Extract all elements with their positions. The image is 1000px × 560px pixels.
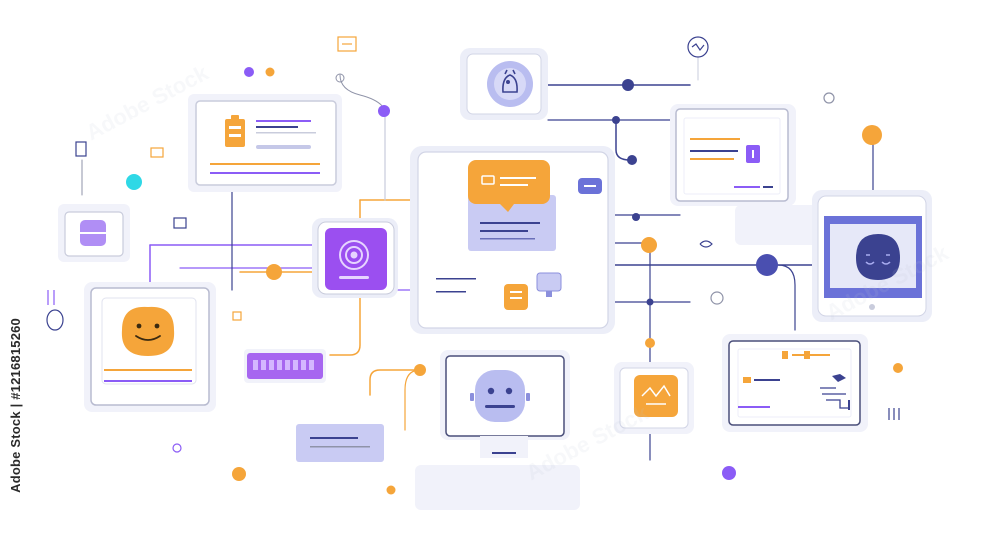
- stock-id-label: Adobe Stock | #1216815260: [8, 318, 23, 493]
- robot-face-icon: [470, 370, 530, 422]
- battery-icon: [225, 115, 245, 147]
- mini-chat-badge: [578, 178, 602, 194]
- dashboard-icon: [782, 351, 830, 359]
- app-tile: [58, 204, 130, 262]
- pet-tile: [460, 48, 548, 120]
- main-chat-card: [410, 146, 615, 334]
- bg-panel: [415, 465, 580, 510]
- keypad-bar: [244, 349, 326, 383]
- robot-card: [440, 350, 570, 458]
- chat-bubble-icon: [468, 160, 550, 212]
- decor-icons: [46, 36, 900, 453]
- profile-tablet: [812, 190, 932, 322]
- document-card: [188, 94, 342, 192]
- fingerprint-tile: [312, 218, 398, 298]
- dashboard-card: [722, 334, 868, 432]
- smiley-face-icon: [121, 306, 175, 356]
- report-card: [670, 104, 796, 206]
- monitor-icon: [536, 272, 562, 297]
- fingerprint-target-icon: [339, 240, 369, 270]
- smiley-card: [84, 282, 216, 412]
- info-card: [296, 424, 384, 462]
- puzzle-tile: [614, 362, 694, 434]
- pet-icon: [502, 69, 518, 93]
- profile-avatar-icon: [856, 234, 900, 280]
